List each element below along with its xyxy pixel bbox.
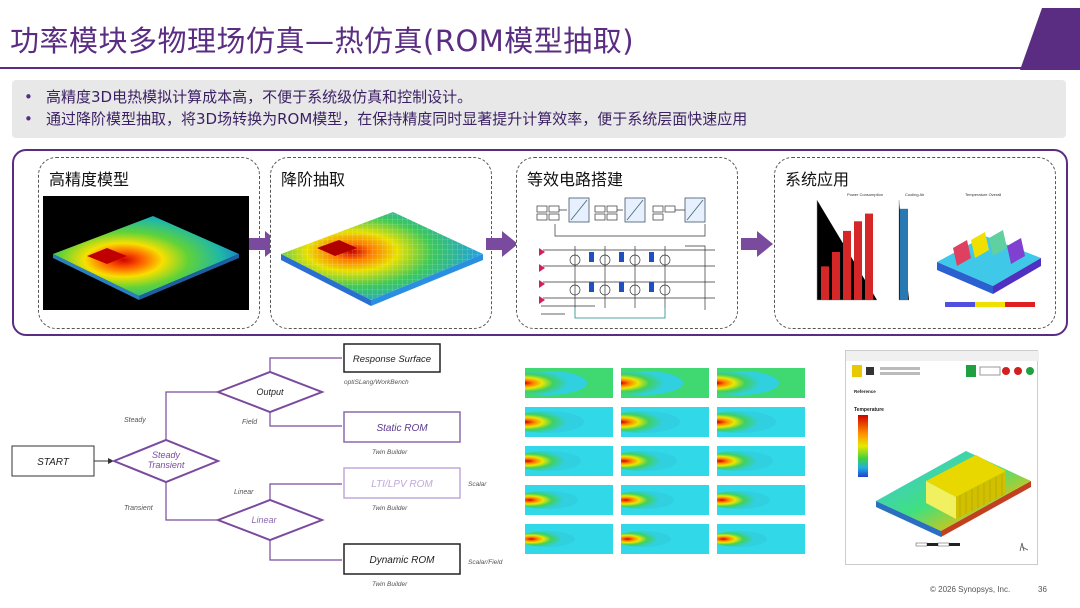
- power-bar: [865, 213, 873, 300]
- brand-corner-shape: [1020, 8, 1080, 70]
- system-results-chart: Power Consumption Cooling Air Temperatur…: [816, 192, 1041, 307]
- box-sub-label: Twin Builder: [372, 505, 408, 512]
- page-title: 功率模块多物理场仿真—热仿真(ROM模型抽取): [10, 24, 635, 58]
- title-bar: 功率模块多物理场仿真—热仿真(ROM模型抽取): [0, 0, 1080, 70]
- step-label: 等效电路搭建: [527, 170, 624, 189]
- step-system-application: 系统应用 Power Consumption Cooling Air Tempe…: [774, 157, 1056, 329]
- result-box-lti-lpv-rom: [343, 467, 461, 499]
- start-node: [11, 445, 95, 477]
- field-plot-cell: [513, 446, 613, 476]
- decision-steady-transient: [111, 438, 221, 484]
- result-box-dynamic-rom: [343, 543, 461, 575]
- field-plot-cell: [519, 524, 613, 554]
- power-bar-series: [821, 213, 873, 300]
- field-comparison-grid: [507, 368, 825, 568]
- step-high-fidelity-model: 高精度模型: [38, 157, 260, 329]
- box-sub-label: Twin Builder: [372, 449, 408, 456]
- box-tag: Scalar: [468, 481, 487, 488]
- edge-transient-label: Transient: [124, 505, 154, 512]
- edge-linear-label: Linear: [234, 489, 254, 496]
- bullet-text: 通过降阶模型抽取，将3D场转换为ROM模型，在保持精度同时显著提升计算效率，便于…: [46, 110, 748, 128]
- bullet-box: • 高精度3D电热模拟计算成本高，不便于系统级仿真和控制设计。 • 通过降阶模型抽取…: [12, 80, 1066, 138]
- step-rom-extraction: 降阶抽取: [270, 157, 492, 329]
- bullet-dot-icon: •: [24, 110, 33, 128]
- title-underline: [0, 67, 1030, 69]
- cooling-air-bar: [900, 208, 908, 300]
- svg-text:Transient: Transient: [148, 460, 185, 470]
- step-label: 降阶抽取: [281, 170, 346, 189]
- result-box-static-rom: [343, 411, 461, 443]
- field-plot-cell: [606, 407, 709, 437]
- field-plot-cell: [699, 368, 805, 398]
- thermal-3d-model-image: [43, 196, 249, 310]
- power-bar: [854, 221, 862, 300]
- step-label: 高精度模型: [49, 170, 130, 189]
- box-label: LTI/LPV ROM: [371, 479, 433, 490]
- flow-arrow-icon: [741, 231, 773, 257]
- decision-output-label: Output: [256, 387, 284, 397]
- step-equivalent-circuit: 等效电路搭建: [516, 157, 738, 329]
- field-plot-cell: [609, 446, 709, 476]
- box-label: Response Surface: [353, 354, 431, 365]
- power-bar: [832, 252, 840, 300]
- field-plot-cell: [711, 524, 805, 554]
- copyright-text: © 2026 Synopsys, Inc.: [930, 585, 1011, 594]
- field-plot-cell: [615, 524, 709, 554]
- bullet-item: • 通过降阶模型抽取，将3D场转换为ROM模型，在保持精度同时显著提升计算效率，便…: [24, 108, 1056, 130]
- decision-linear: [215, 498, 325, 542]
- decision-output: [215, 370, 325, 414]
- edge-field-label: Field: [242, 419, 258, 426]
- chart-thermal-title: Temperature Overall: [965, 192, 1001, 197]
- svg-text:Steady: Steady: [152, 450, 181, 460]
- field-plot-cell: [702, 407, 805, 437]
- box-sub-label: Twin Builder: [372, 581, 408, 588]
- reduced-mesh-image: [281, 212, 483, 306]
- tool-window-image: Reference Temperature: [846, 351, 1039, 552]
- rom-selection-flowchart: START Steady Transient Steady Transient …: [11, 343, 503, 588]
- power-bar: [843, 230, 851, 300]
- bullet-item: • 高精度3D电热模拟计算成本高，不便于系统级仿真和控制设计。: [24, 86, 1056, 108]
- start-label: START: [37, 457, 70, 468]
- twin-builder-screenshot: Reference Temperature: [845, 350, 1039, 565]
- field-plot-cell: [708, 485, 805, 515]
- chart-cooling-title: Cooling Air: [905, 192, 925, 197]
- flow-arrow-icon: [486, 231, 518, 257]
- result-box-response-surface: [343, 343, 441, 373]
- field-plot-cell: [507, 368, 613, 398]
- page-number: 36: [1038, 585, 1047, 594]
- reference-label: Reference: [854, 389, 876, 394]
- power-bar: [821, 266, 829, 300]
- chart-bar-title: Power Consumption: [847, 192, 883, 197]
- field-plot-cell: [510, 407, 613, 437]
- box-label: Static ROM: [376, 423, 428, 434]
- field-plot-cell: [705, 446, 805, 476]
- circuit-schematic-image: [536, 197, 715, 319]
- field-plot-cell: [612, 485, 709, 515]
- edge-steady-label: Steady: [124, 417, 146, 424]
- temperature-overall-3d: [937, 230, 1041, 307]
- field-plot-cell: [603, 368, 709, 398]
- rom-workflow-panel: 高精度模型 降阶抽取: [12, 149, 1068, 336]
- field-plot-cell: [516, 485, 613, 515]
- box-label: Dynamic ROM: [369, 555, 435, 566]
- box-sub-label: optiSLang/WorkBench: [344, 379, 409, 386]
- bullet-dot-icon: •: [24, 88, 33, 106]
- box-tag: Scalar/Field: [468, 559, 503, 566]
- decision-linear-label: Linear: [251, 515, 277, 525]
- bullet-text: 高精度3D电热模拟计算成本高，不便于系统级仿真和控制设计。: [46, 88, 473, 106]
- step-label: 系统应用: [785, 170, 850, 189]
- temperature-label: Temperature: [854, 407, 884, 413]
